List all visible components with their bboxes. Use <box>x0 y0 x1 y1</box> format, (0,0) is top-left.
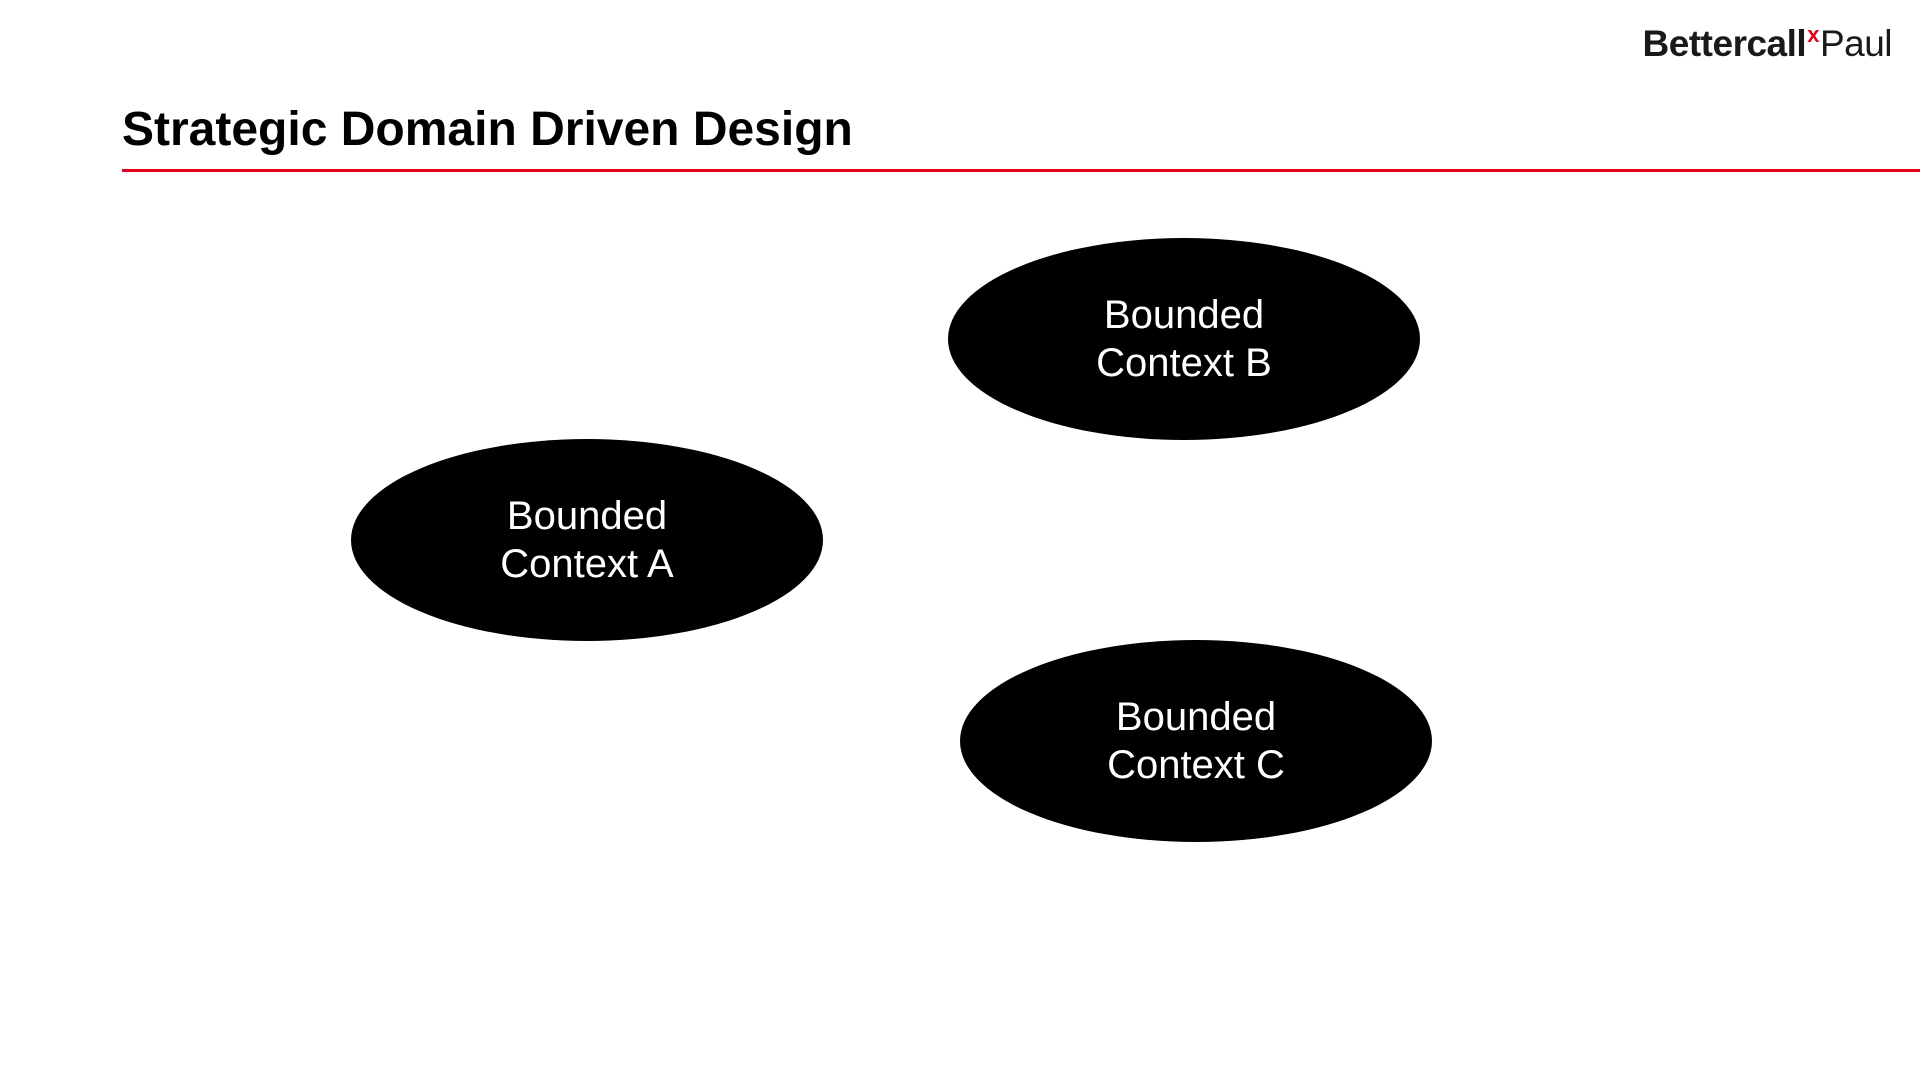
bounded-context-c[interactable]: Bounded Context C <box>960 640 1432 842</box>
bounded-context-b-label: Bounded Context B <box>1096 293 1272 385</box>
page-title: Strategic Domain Driven Design <box>122 103 853 156</box>
bounded-context-a-label: Bounded Context A <box>500 494 674 586</box>
logo-text-paul: Paul <box>1819 23 1893 64</box>
bounded-context-b[interactable]: Bounded Context B <box>948 238 1420 440</box>
logo-text-bettercall: Bettercall <box>1642 23 1807 64</box>
bounded-context-c-label: Bounded Context C <box>1107 695 1285 787</box>
title-underline <box>122 169 1920 172</box>
bounded-context-a[interactable]: Bounded Context A <box>351 439 823 641</box>
bettercallpaul-logo: BettercallxPaul <box>1642 22 1893 64</box>
logo-x-mark: x <box>1807 22 1819 47</box>
